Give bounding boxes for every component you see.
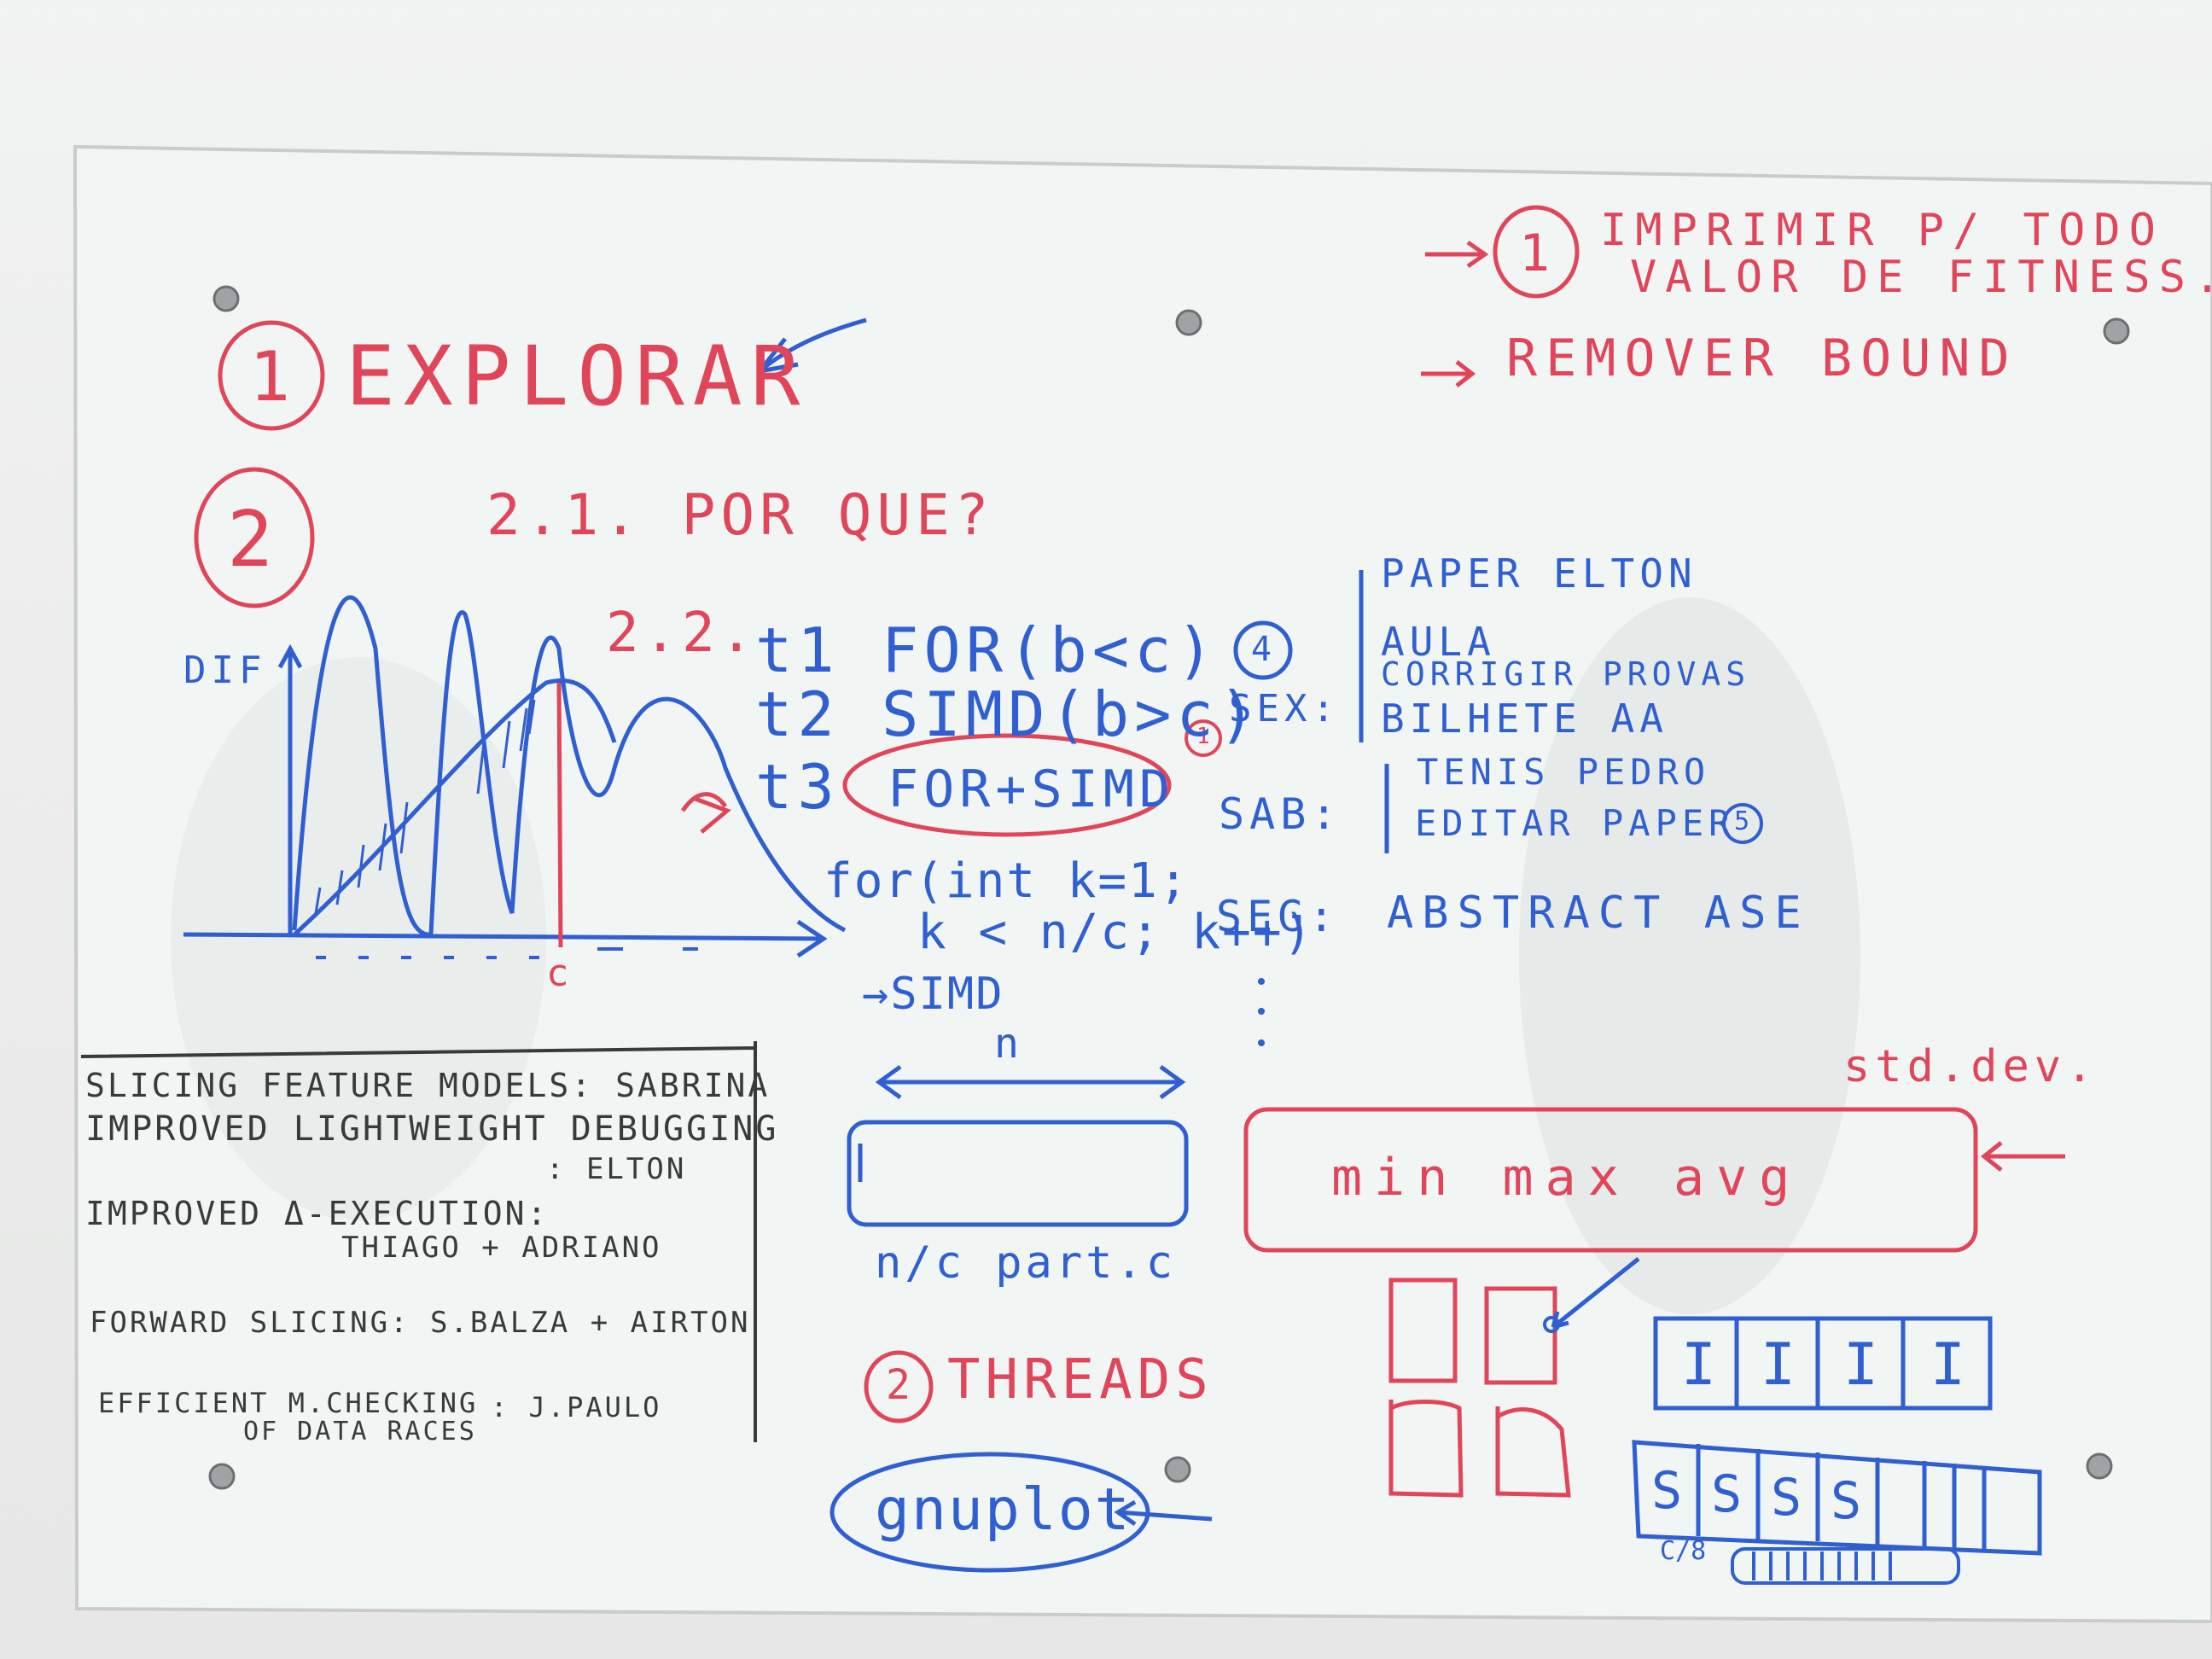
small-bar	[1731, 1547, 1960, 1585]
n-double-arrow	[875, 1064, 1186, 1100]
badge-circle-blue-4	[1233, 620, 1293, 680]
for-simd-oval	[842, 733, 1172, 837]
sab-item: EDITAR PAPER	[1415, 802, 1736, 844]
sex-item: AULA	[1381, 619, 1496, 665]
t2-line: t2 SIMD(b>c)	[755, 678, 1261, 750]
item1-explorar: EXPLORAR	[346, 329, 809, 424]
sab-badge: 5	[1734, 806, 1750, 836]
talk-line: FORWARD SLICING: S.BALZA + AIRTON	[90, 1306, 751, 1340]
badge-4: 4	[1251, 630, 1272, 669]
talk-line: : J.PAULO	[491, 1391, 662, 1423]
sex-item: BILHETE AA	[1381, 696, 1668, 742]
right1-number: 1	[1519, 224, 1551, 283]
s-cell: S	[1711, 1464, 1743, 1524]
talk-line: IMPROVED LIGHTWEIGHT DEBUGGING	[85, 1109, 779, 1149]
red-arrow-stats	[1980, 1141, 2065, 1172]
right2-remover-bound: REMOVER BOUND	[1506, 329, 2018, 388]
loop-line1: for(int k=1;	[824, 853, 1190, 909]
bottom-small-label: C/8	[1660, 1536, 1707, 1566]
ellipsis-dots	[1258, 978, 1265, 1046]
gnuplot-arrow	[1114, 1499, 1213, 1527]
y-axis-label: DIF	[183, 649, 267, 692]
t3-badge: 1	[1196, 724, 1210, 749]
s-cells-box	[1632, 1440, 2042, 1556]
blue-arrow-explorar	[758, 317, 867, 374]
s-cell: S	[1651, 1461, 1683, 1521]
reflection-shadow	[1519, 597, 1860, 1314]
blue-pointer-dot	[1543, 1316, 1560, 1333]
item1-number: 1	[249, 337, 291, 416]
threads-number: 2	[886, 1361, 911, 1409]
sex-item: CORRIGIR PROVAS	[1381, 655, 1751, 693]
red-arrow-right-2	[1421, 360, 1476, 387]
s-cell: S	[1771, 1468, 1802, 1528]
item2-number: 2	[227, 495, 274, 585]
std-dev-label: std.dev.	[1843, 1041, 2098, 1092]
talk-line: : ELTON	[546, 1152, 687, 1186]
stats-box	[1243, 1107, 1978, 1253]
red-core-squares	[1388, 1278, 1571, 1498]
i-cell: I	[1930, 1331, 1965, 1399]
talk-line: OF DATA RACES	[243, 1417, 477, 1447]
min-max-avg-label: min max avg	[1331, 1148, 1802, 1208]
talk-line: SLICING FEATURE MODELS: SABRINA	[85, 1067, 771, 1104]
sex-item: PAPER ELTON	[1381, 550, 1697, 597]
badge-circle-blue-5	[1722, 803, 1763, 844]
day-sex-label: SEX:	[1229, 687, 1340, 731]
part-label: n/c part.c	[875, 1237, 1177, 1289]
day-sab-label: SAB:	[1219, 789, 1342, 839]
s-cell: S	[1831, 1471, 1862, 1531]
seg-item: ABSTRACT ASE	[1387, 888, 1810, 939]
arrow-simd: →SIMD	[862, 969, 1004, 1020]
right1-line2: VALOR DE FITNESS.	[1630, 252, 2212, 303]
mounting-screws	[208, 285, 2130, 1490]
n-label: n	[994, 1020, 1019, 1068]
reflection-shadow	[171, 657, 546, 1220]
t1-line: t1 FOR(b<c)	[755, 614, 1219, 686]
red-number-circles	[194, 205, 1580, 1423]
item2-2: 2.2.	[606, 602, 759, 665]
partition-box	[847, 1120, 1189, 1227]
talk-line: IMPROVED Δ-EXECUTION:	[85, 1195, 550, 1232]
red-arrow-to-t3	[680, 792, 731, 834]
i-cell: I	[1681, 1331, 1716, 1399]
talk-line: EFFICIENT M.CHECKING	[98, 1387, 479, 1419]
gnuplot-label: gnuplot	[875, 1476, 1132, 1544]
t3-for-simd: FOR+SIMD	[888, 760, 1175, 819]
i-cell: I	[1761, 1331, 1796, 1399]
item2-1-por-que: 2.1. POR QUE?	[486, 482, 994, 548]
dif-graph	[183, 595, 847, 959]
loop-line2: k < n/c; k++)	[917, 905, 1314, 960]
red-arrow-right-1	[1425, 240, 1489, 269]
graph-c-label: c	[546, 952, 569, 995]
gnuplot-oval	[830, 1452, 1150, 1573]
i-cell: I	[1843, 1331, 1878, 1399]
t3-line: t3	[755, 751, 840, 823]
sab-item: TENIS PEDRO	[1417, 751, 1711, 793]
right1-line1: IMPRIMIR P/ TODO	[1600, 205, 2164, 256]
talk-line: THIAGO + ADRIANO	[341, 1231, 662, 1265]
badge-circle-red	[1185, 719, 1222, 757]
talks-box-border	[80, 1041, 757, 1442]
day-seg-label: SEG:	[1216, 892, 1340, 941]
i-cells-box	[1653, 1316, 1993, 1411]
threads-label: THREADS	[947, 1348, 1214, 1412]
